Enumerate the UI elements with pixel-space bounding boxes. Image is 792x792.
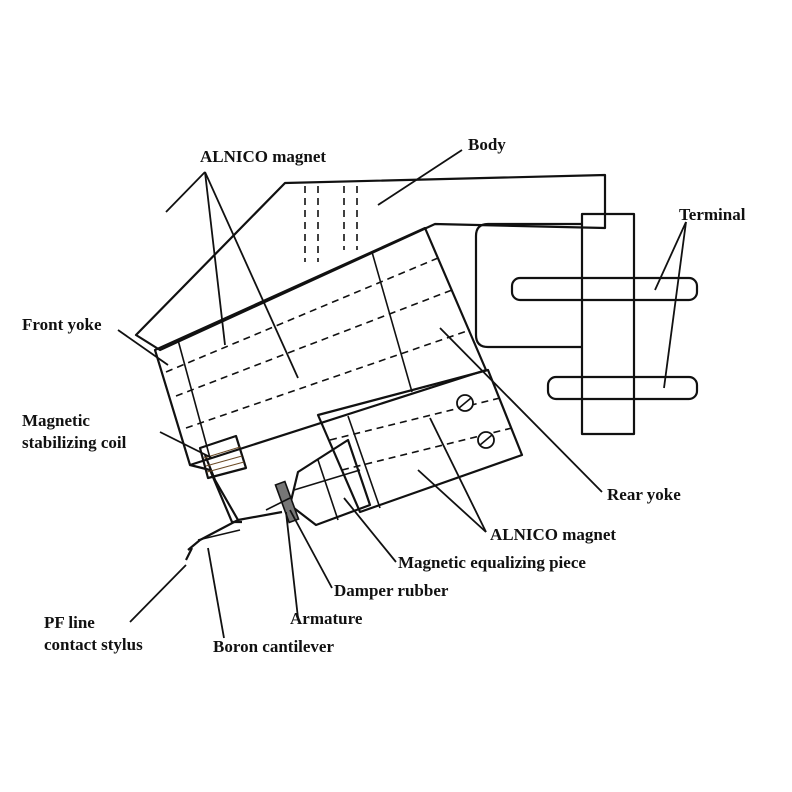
label-equalizing-piece: Magnetic equalizing piece — [398, 553, 586, 572]
label-body: Body — [468, 135, 506, 154]
terminal-block — [474, 212, 699, 436]
magnetic-equalizing-piece — [288, 438, 372, 527]
label-damper-rubber: Damper rubber — [334, 581, 449, 600]
front-yoke-stem — [189, 454, 242, 524]
label-alnico-magnet-bottom: ALNICO magnet — [490, 525, 616, 544]
label-stabilizing-coil-line1: Magnetic — [22, 411, 90, 430]
terminal-pin — [546, 375, 699, 401]
label-alnico-magnet-top: ALNICO magnet — [200, 147, 326, 166]
body-housing — [134, 173, 607, 352]
lower-alnico-magnet — [316, 368, 524, 514]
terminal-pin — [510, 276, 699, 302]
label-pf-line-1: PF line — [44, 613, 95, 632]
label-rear-yoke: Rear yoke — [607, 485, 681, 504]
label-boron-cantilever: Boron cantilever — [213, 637, 334, 656]
label-armature: Armature — [290, 609, 363, 628]
damper-armature — [265, 480, 300, 524]
label-front-yoke: Front yoke — [22, 315, 102, 334]
screw-icon — [456, 394, 474, 412]
magnetic-stabilizing-coil — [198, 434, 248, 480]
screw-icon — [477, 431, 495, 449]
labels: ALNICO magnet Body Terminal Front yoke M… — [22, 135, 746, 656]
leader-lines — [117, 149, 687, 639]
label-pf-line-2: contact stylus — [44, 635, 143, 654]
label-stabilizing-coil-line2: stabilizing coil — [22, 433, 127, 452]
label-terminal: Terminal — [679, 205, 746, 224]
boron-cantilever — [185, 510, 283, 561]
